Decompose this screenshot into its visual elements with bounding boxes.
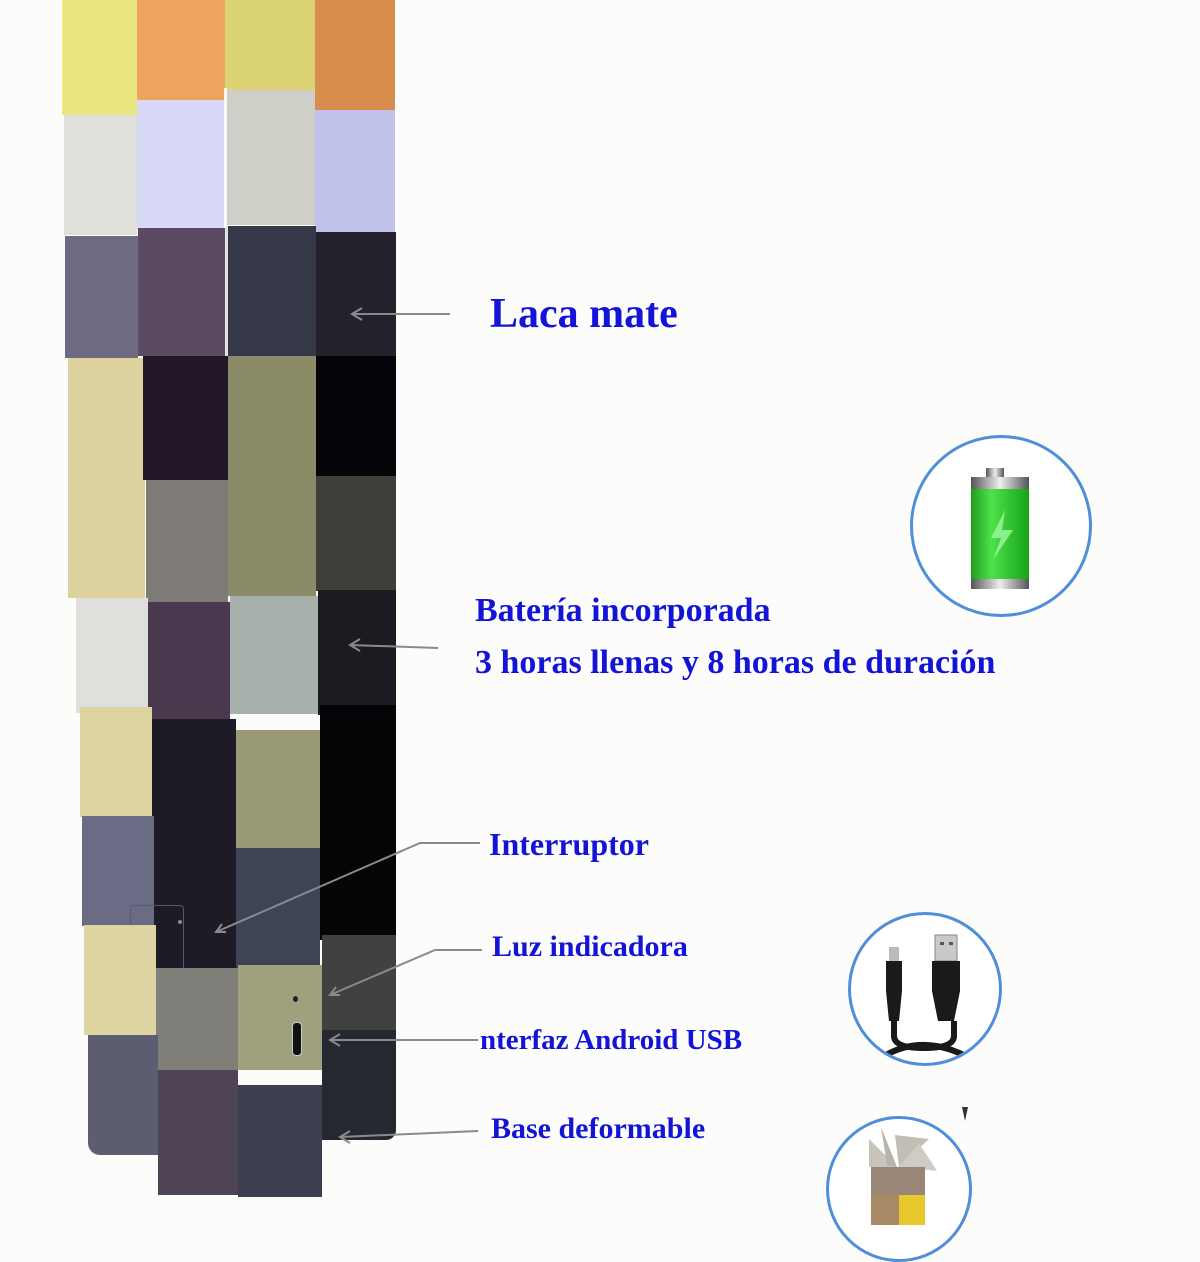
wood-block [320, 705, 396, 940]
wood-block [68, 358, 145, 598]
usb-cable-icon [869, 934, 983, 1063]
callout-switch: Interruptor [489, 826, 649, 862]
wood-block [146, 480, 228, 602]
wood-block [238, 965, 322, 1070]
seam [224, 88, 227, 228]
flame-block [225, 0, 315, 90]
wood-block [230, 596, 318, 714]
torch-lamp-image [0, 0, 420, 1200]
wood-block [76, 598, 148, 713]
callout-matte-finish: Laca mate [490, 291, 678, 337]
wood-block [228, 356, 316, 596]
dark-block [138, 228, 226, 356]
wood-block [316, 476, 396, 591]
usb-cable-badge [848, 912, 1002, 1066]
wood-block [156, 968, 238, 1073]
flame-block [62, 0, 137, 115]
wood-block [82, 816, 154, 926]
callout-battery-title: Batería incorporada [475, 592, 771, 629]
callout-indicator-light: Luz indicadora [492, 930, 688, 963]
deformable-base-badge [826, 1116, 972, 1262]
light-block [225, 90, 315, 225]
dark-block [65, 236, 138, 358]
base-block [238, 1085, 322, 1197]
callout-battery-duration: 3 horas llenas y 8 horas de duración [475, 644, 996, 681]
seam [225, 226, 228, 356]
wood-block [318, 590, 396, 715]
deformable-base-icon [869, 1127, 937, 1225]
wood-block [148, 602, 230, 722]
dark-block [316, 232, 396, 356]
light-block [64, 115, 137, 235]
callout-usb-interface: nterfaz Android USB [480, 1024, 743, 1056]
badge-pointer-mark [962, 1107, 968, 1121]
wood-block [143, 356, 228, 480]
wood-block [80, 707, 152, 817]
light-block [137, 100, 225, 230]
light-block [315, 110, 395, 235]
base-block [322, 1030, 396, 1140]
usb-port [292, 1022, 302, 1056]
wood-block [84, 925, 156, 1035]
wood-block [316, 356, 396, 482]
flame-block [137, 0, 225, 100]
wood-block [236, 848, 320, 968]
dark-block [226, 226, 316, 356]
battery-charging-icon [971, 468, 1029, 589]
switch-dot [178, 920, 182, 924]
callout-deformable-base: Base deformable [491, 1112, 706, 1145]
flame-block [315, 0, 395, 110]
base-block [158, 1070, 238, 1195]
indicator-light [293, 996, 298, 1002]
base-block [88, 1035, 158, 1155]
wood-block [236, 730, 320, 850]
battery-badge [910, 435, 1092, 617]
wood-block [322, 935, 396, 1045]
